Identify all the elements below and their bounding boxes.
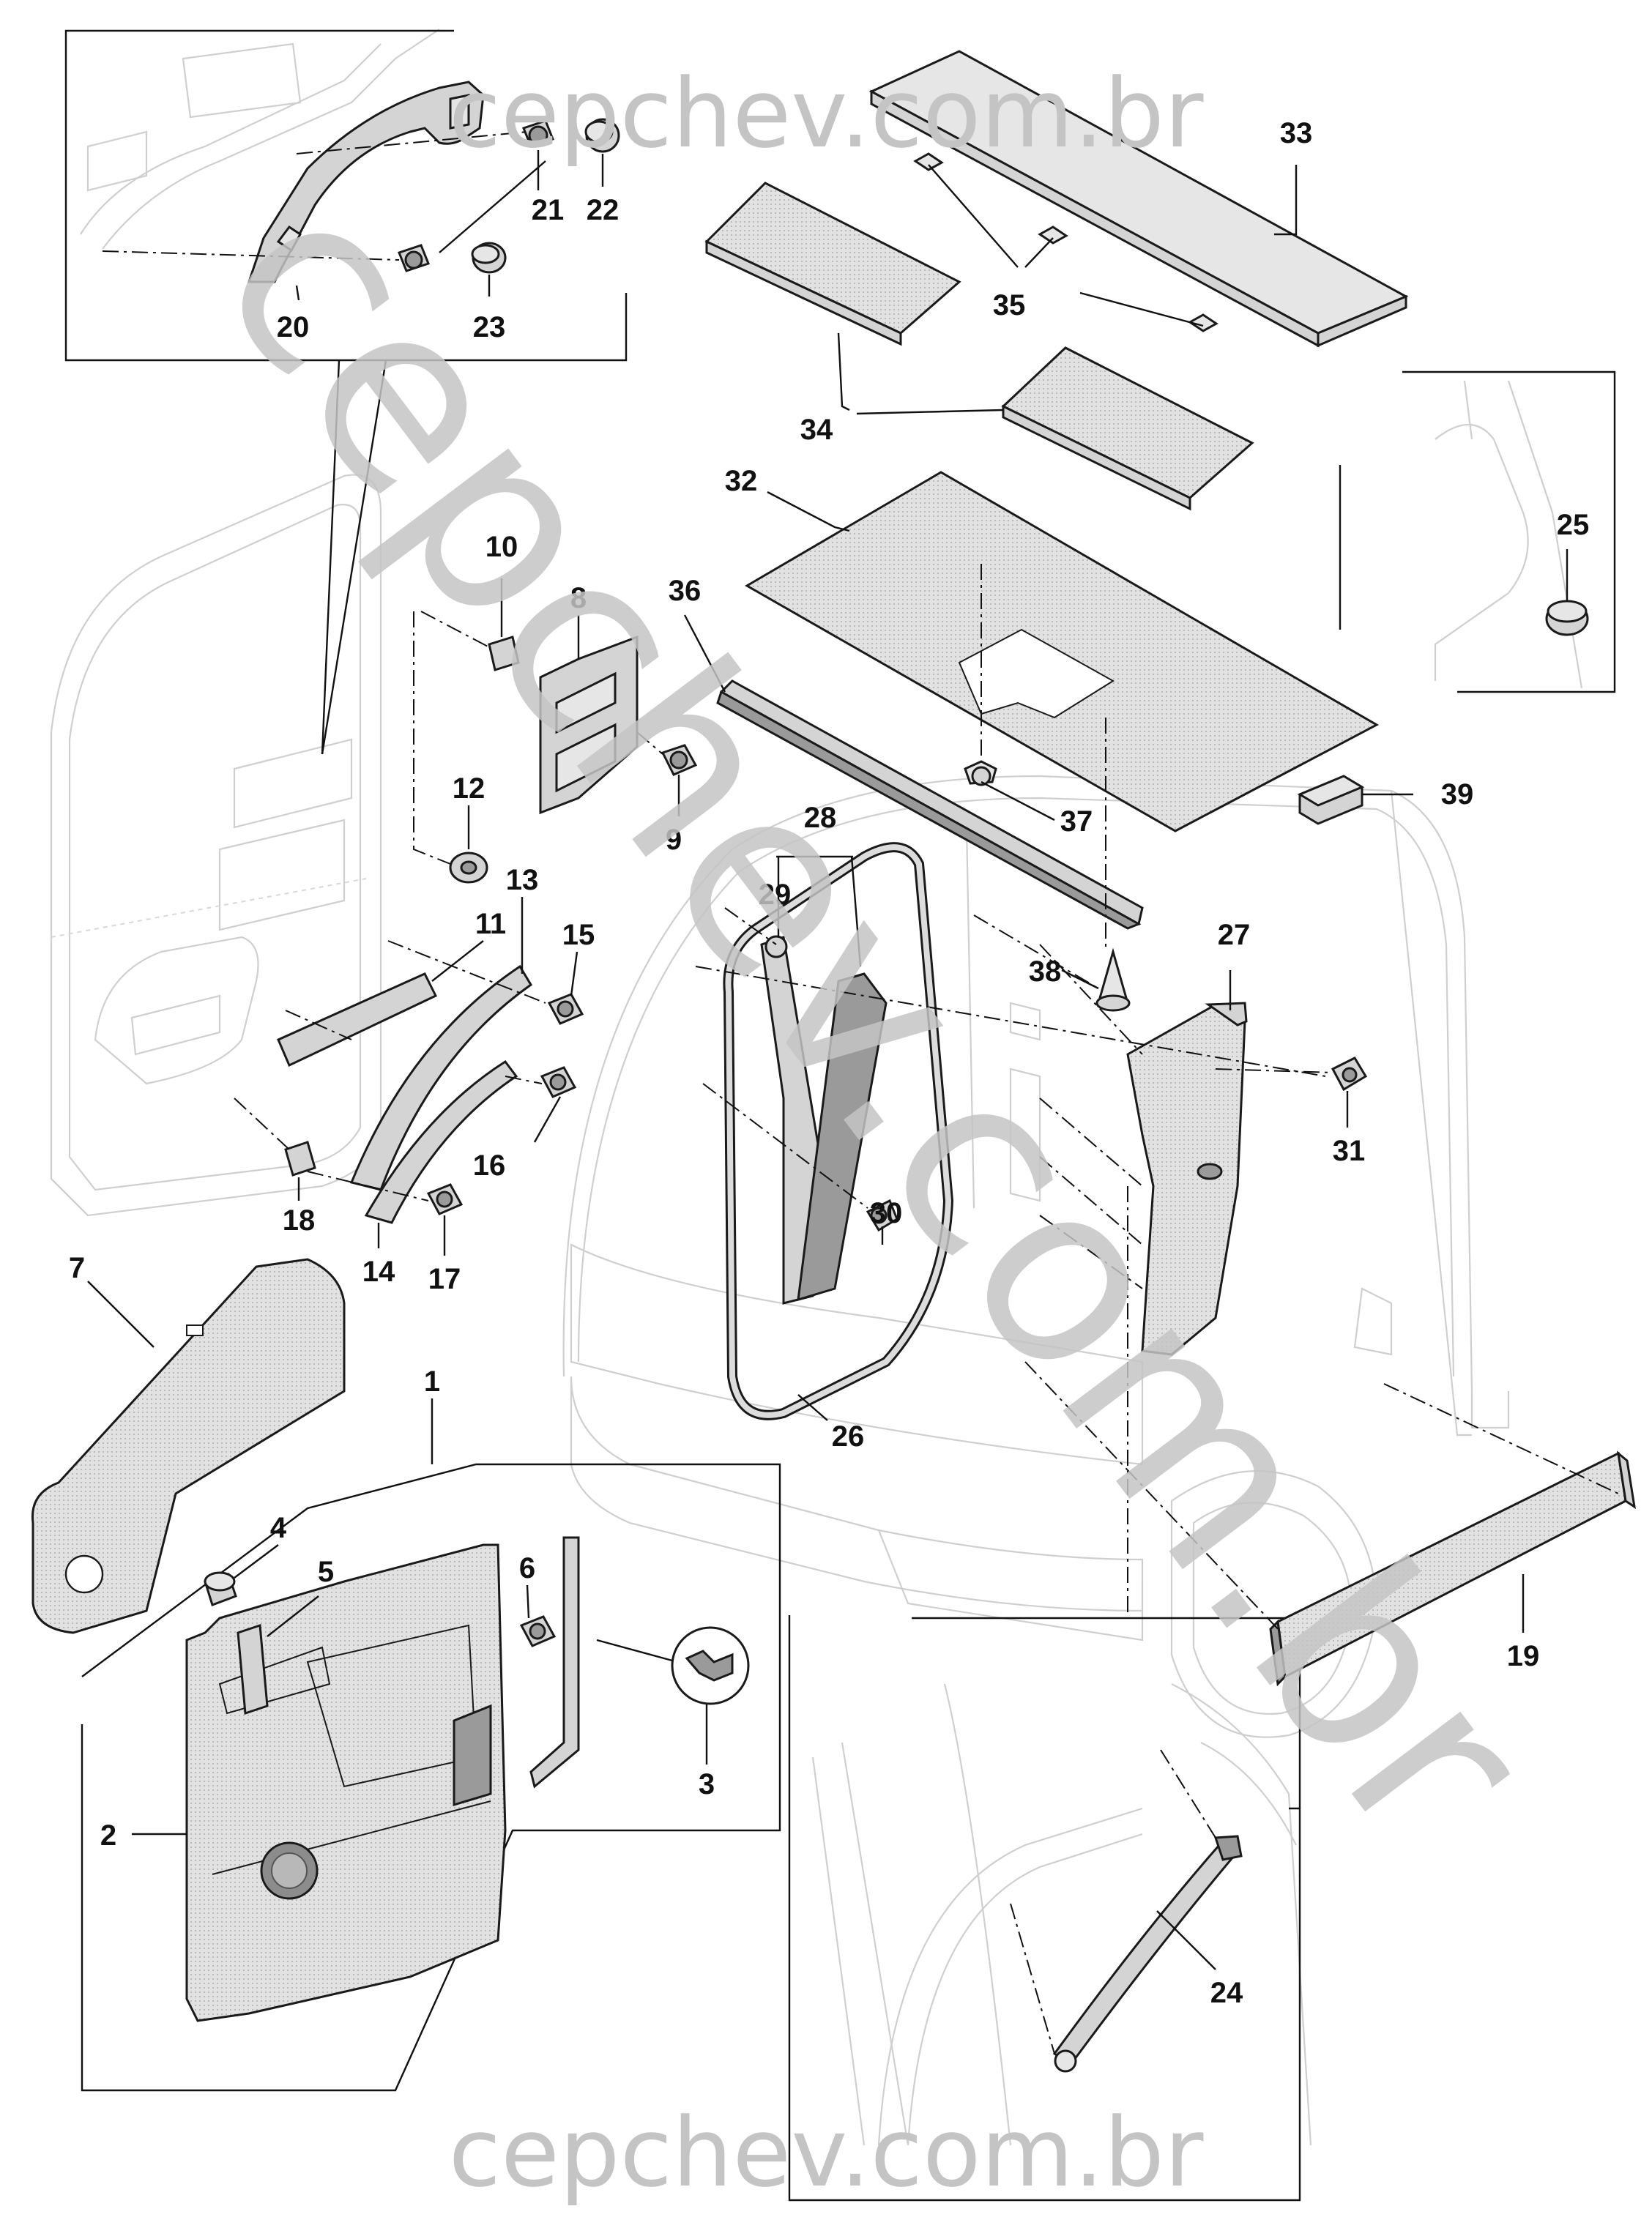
part-6-screw (519, 1615, 557, 1647)
part-20-grab-handle (247, 81, 485, 283)
part-30-screw (866, 1199, 898, 1232)
part-15-screw (547, 993, 584, 1025)
callout-25: 25 (1557, 509, 1590, 541)
callout-12: 12 (453, 772, 485, 805)
callout-5: 5 (318, 1556, 334, 1588)
callout-35: 35 (993, 289, 1026, 321)
callout-32: 32 (725, 465, 758, 497)
part-36-strip (716, 679, 1144, 930)
callout-3: 3 (699, 1768, 715, 1800)
part-3-seal-strip (529, 1536, 580, 1789)
part-7-insulation-sheet (31, 1258, 346, 1634)
callout-2: 2 (100, 1819, 116, 1852)
part-33-roof-panel (868, 50, 1409, 348)
callout-26: 26 (832, 1420, 865, 1453)
callout-39: 39 (1441, 778, 1474, 811)
callout-11: 11 (475, 908, 506, 940)
callout-30: 30 (870, 1197, 903, 1229)
part-39-block (1297, 775, 1365, 825)
callout-8: 8 (570, 582, 587, 614)
callout-19: 19 (1507, 1640, 1540, 1672)
part-34-insulation (704, 182, 1254, 511)
leader-lines (87, 150, 1569, 1970)
callout-31: 31 (1333, 1135, 1366, 1167)
part-19-side-strip (1269, 1450, 1637, 1687)
part-11-plate (277, 972, 438, 1067)
part-23-cap (471, 242, 507, 274)
callout-7: 7 (69, 1252, 85, 1284)
callout-38: 38 (1029, 955, 1062, 988)
callout-16: 16 (473, 1150, 506, 1182)
callout-18: 18 (283, 1204, 316, 1237)
callout-14: 14 (362, 1256, 395, 1288)
callout-22: 22 (587, 194, 620, 226)
callout-24: 24 (1210, 1977, 1243, 2009)
part-3-clip-detail (671, 1626, 750, 1705)
callout-23: 23 (473, 311, 506, 343)
part-22-cap (584, 118, 620, 153)
part-4-clip (204, 1571, 237, 1606)
part-13-trim (349, 964, 533, 1191)
callout-9: 9 (666, 824, 682, 856)
callout-labels: 1 2 3 4 5 6 7 8 9 10 11 12 13 14 15 16 1… (69, 117, 1589, 2009)
part-2-door-panel (185, 1543, 507, 2022)
callout-28: 28 (804, 802, 837, 834)
part-37-clip (964, 760, 997, 786)
callout-17: 17 (428, 1263, 461, 1295)
callout-13: 13 (506, 864, 539, 896)
part-27-pillar-trim (1126, 1002, 1248, 1356)
part-31-screw (1331, 1057, 1368, 1092)
part-14-trim (364, 1059, 518, 1224)
part-10-clip (488, 636, 520, 671)
callout-36: 36 (669, 575, 702, 607)
watermark-top: cepchev.com.br (449, 58, 1204, 169)
callout-37: 37 (1060, 805, 1093, 838)
part-9-screw (661, 744, 698, 776)
part-35-pads (913, 152, 1218, 332)
callout-29: 29 (759, 879, 792, 911)
part-26-door-seal (723, 842, 954, 1420)
part-32-headliner (745, 471, 1380, 832)
part-28-window-channel (760, 935, 888, 1305)
callout-4: 4 (270, 1512, 287, 1544)
part-25-cap (1545, 600, 1589, 636)
callout-15: 15 (562, 919, 595, 951)
watermark-bottom: cepchev.com.br (449, 2097, 1204, 2208)
callout-1: 1 (424, 1365, 440, 1398)
callout-6: 6 (519, 1552, 535, 1584)
part-5-clip (237, 1623, 269, 1715)
callout-34: 34 (800, 414, 833, 446)
callout-20: 20 (277, 311, 310, 343)
part-24-a-pillar-trim (1052, 1835, 1243, 2073)
inset-frames (64, 29, 1616, 2202)
part-21-screw (398, 119, 554, 272)
callout-10: 10 (485, 531, 518, 563)
callout-21: 21 (532, 194, 565, 226)
part-16-screw (540, 1066, 577, 1098)
part-38-pin (1095, 947, 1131, 1012)
assembly-lines (102, 131, 1619, 2054)
part-12-grommet (449, 852, 488, 884)
callout-27: 27 (1218, 919, 1251, 951)
callout-33: 33 (1280, 117, 1313, 149)
part-17-screw (426, 1183, 464, 1215)
part-18-clip (284, 1141, 316, 1177)
